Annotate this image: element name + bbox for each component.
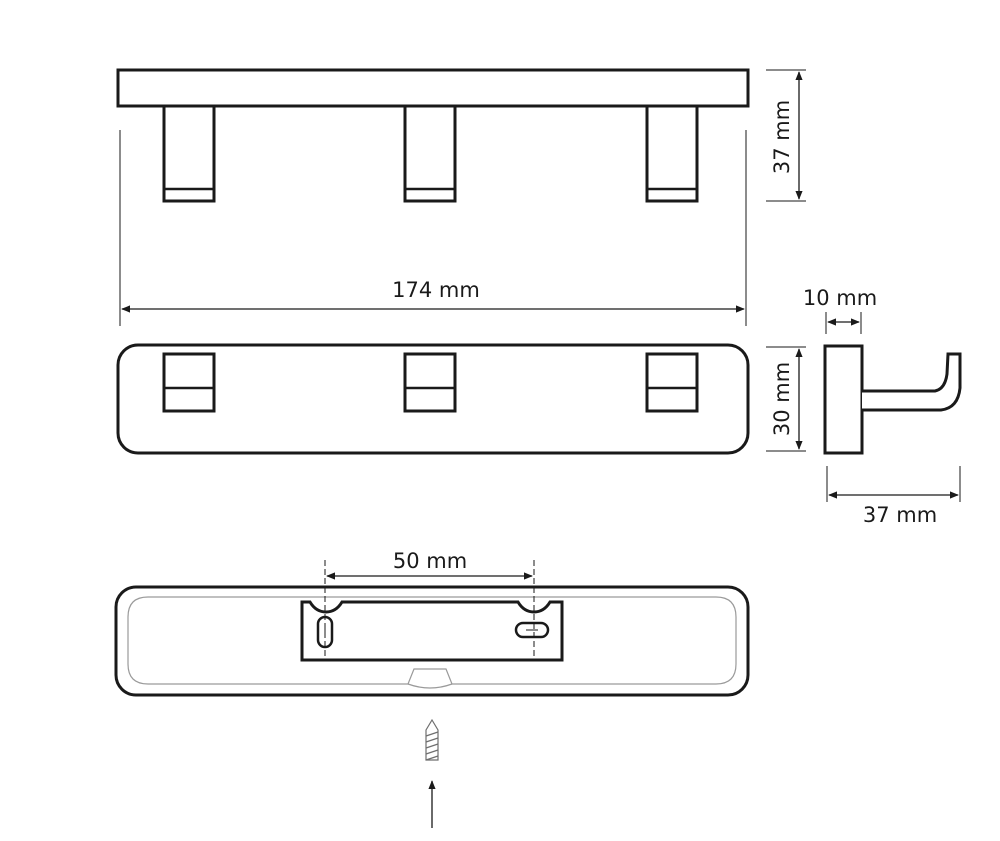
dimension-overall-length: 174 mm — [119, 130, 747, 326]
set-screw-icon — [425, 718, 439, 761]
back-view — [114, 585, 750, 697]
back-view-recess — [127, 596, 737, 685]
overall-length-label: 174 mm — [392, 278, 480, 302]
screw-notch — [407, 683, 453, 689]
dimension-plate-width: 30 mm — [766, 346, 806, 452]
overall-height-label: 37 mm — [770, 100, 794, 174]
hook-depth-label: 37 mm — [863, 503, 937, 527]
top-view-bar — [116, 68, 750, 108]
mounting-bracket — [300, 600, 564, 662]
side-view-plate — [823, 344, 864, 455]
top-view-hook-2 — [403, 104, 457, 203]
dimension-hook-depth: 37 mm — [826, 466, 961, 527]
mounting-slot-right — [514, 621, 550, 639]
hole-spacing-label: 50 mm — [393, 549, 467, 573]
front-view — [116, 343, 750, 455]
top-view-hook-3 — [645, 104, 699, 203]
front-view-hook-1 — [162, 352, 216, 413]
side-view — [823, 344, 962, 455]
side-view-hook — [862, 352, 962, 412]
hook-thickness-label: 10 mm — [803, 286, 877, 310]
front-view-hook-2 — [403, 352, 457, 413]
top-view — [116, 68, 750, 203]
dimension-overall-height: 37 mm — [766, 69, 806, 202]
plate-width-label: 30 mm — [770, 362, 794, 436]
dimension-hook-thickness: 10 mm — [803, 286, 877, 334]
top-view-hook-1 — [162, 104, 216, 203]
front-view-hook-3 — [645, 352, 699, 413]
dimension-hole-spacing: 50 mm — [324, 549, 535, 656]
